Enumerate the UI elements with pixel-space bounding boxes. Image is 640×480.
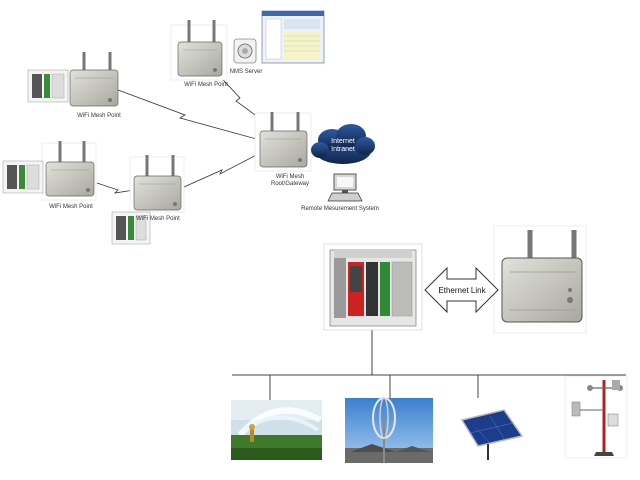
mesh-radio-left xyxy=(69,52,119,107)
mesh-point-bottom-left-label: WiFi Mesh Point xyxy=(49,204,93,210)
gateway-label-line1: WiFi Mesh xyxy=(275,174,305,180)
weather-station-icon xyxy=(564,375,628,459)
gateway-label-line2: Root/Gateway xyxy=(270,181,310,187)
wireless-links xyxy=(96,69,263,194)
sprinkler-photo xyxy=(231,400,322,460)
plc-thumb-mid-left xyxy=(2,160,44,194)
mesh-radio-top xyxy=(170,20,228,81)
solar-panel-photo xyxy=(446,398,534,460)
ethernet-link-label: Ethernet Link xyxy=(438,286,486,295)
mesh-radio-bottom-mid xyxy=(129,155,185,213)
link-left-to-gateway xyxy=(117,89,261,141)
gateway-label: WiFi Mesh Root/Gateway xyxy=(260,174,320,188)
mesh-point-top-label: WiFi Mesh Point xyxy=(184,82,228,88)
link-mid-to-gateway xyxy=(183,151,263,188)
mesh-radio-gateway xyxy=(254,112,312,172)
plc-thumb-bottom xyxy=(111,211,151,245)
nms-screen xyxy=(261,10,325,64)
internet-cloud-icon xyxy=(311,124,375,164)
cloud-label-line1: Internet xyxy=(331,138,355,145)
mesh-radio-large xyxy=(493,225,587,334)
wind-turbine-photo xyxy=(345,397,433,463)
remote-measurement-label: Remote Mesurement System xyxy=(301,206,379,212)
ethernet-link-arrow xyxy=(424,266,499,314)
cloud-label-line2: Intranet xyxy=(331,146,355,153)
wired-network xyxy=(232,330,626,400)
plc-controller-large xyxy=(323,243,423,331)
plc-thumb-top-left xyxy=(27,69,69,103)
mesh-point-left-label: WiFi Mesh Point xyxy=(77,113,121,119)
nms-server-label: NMS Server xyxy=(229,69,263,75)
server-icon xyxy=(233,38,257,64)
mesh-radio-bottom-left xyxy=(41,141,97,201)
computer-icon xyxy=(327,173,363,202)
link-top-to-gateway xyxy=(213,69,263,121)
link-bottomleft-to-mid xyxy=(96,182,135,194)
mesh-point-bottom-mid-label: WiFi Mesh Point xyxy=(136,216,180,222)
